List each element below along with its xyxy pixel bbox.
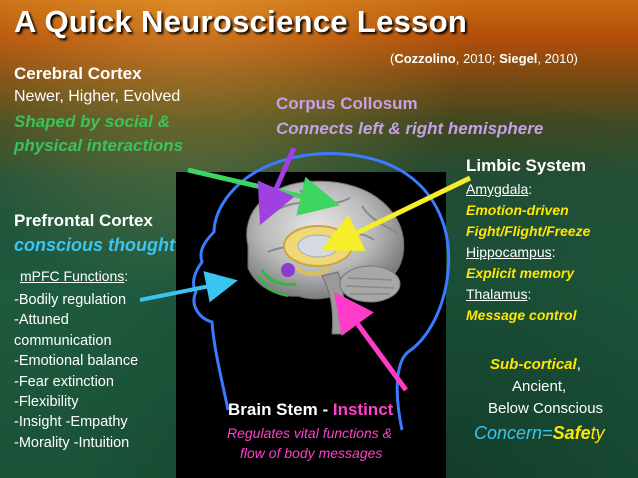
subcortical-line-1: Sub-cortical, bbox=[490, 356, 581, 373]
slide-title: A Quick Neuroscience Lesson bbox=[14, 4, 468, 39]
thalamus-desc: Message control bbox=[466, 307, 577, 323]
thalamus-label: Thalamus: bbox=[466, 286, 532, 302]
prefrontal-cortex-heading: Prefrontal Cortex bbox=[14, 211, 153, 230]
amygdala-desc-1: Emotion-driven bbox=[466, 202, 569, 218]
arrow-limbic-system bbox=[321, 175, 472, 251]
head-outline bbox=[192, 152, 451, 431]
list-item: -Fear extinction bbox=[14, 373, 114, 390]
brain-stem-desc-2: flow of body messages bbox=[240, 445, 383, 461]
mpfc-functions-label: mPFC Functions: bbox=[20, 268, 129, 284]
amygdala-desc-2: Fight/Flight/Freeze bbox=[466, 223, 591, 239]
arrow-brain-stem bbox=[334, 291, 409, 392]
citation: (Cozzolino, 2010; Siegel, 2010) bbox=[390, 51, 578, 66]
brain-stem-heading: Brain Stem - Instinct bbox=[228, 400, 394, 419]
cerebral-cortex-line-2: Shaped by social & bbox=[14, 112, 170, 131]
mpfc-functions-list: -Bodily regulation -Attuned communicatio… bbox=[14, 290, 138, 453]
hippocampus-desc: Explicit memory bbox=[466, 265, 575, 281]
prefrontal-cortex-desc: conscious thought bbox=[14, 235, 175, 255]
list-item: -Attuned bbox=[14, 312, 69, 329]
list-item: communication bbox=[14, 332, 112, 349]
citation-author-1: Cozzolino bbox=[394, 51, 456, 66]
cerebral-cortex-line-3: physical interactions bbox=[14, 136, 184, 155]
hippocampus-label: Hippocampus: bbox=[466, 244, 556, 260]
concern-safety: Concern=Safety bbox=[474, 423, 605, 443]
arrow-corpus-collosum bbox=[257, 146, 297, 226]
list-item: -Flexibility bbox=[14, 394, 79, 411]
corpus-collosum-desc: Connects left & right hemisphere bbox=[276, 119, 544, 138]
cerebral-cortex-line-1: Newer, Higher, Evolved bbox=[14, 88, 181, 105]
amygdala-label: Amygdala: bbox=[466, 181, 533, 197]
list-item: -Bodily regulation bbox=[14, 292, 127, 308]
corpus-collosum-heading: Corpus Collosum bbox=[276, 94, 418, 113]
citation-author-2: Siegel bbox=[499, 51, 538, 66]
list-item: -Emotional balance bbox=[14, 353, 139, 370]
cerebral-cortex-heading: Cerebral Cortex bbox=[14, 64, 142, 83]
list-item: -Insight -Empathy bbox=[14, 414, 128, 431]
brain-stem-desc-1: Regulates vital functions & bbox=[227, 425, 392, 441]
arrow-prefrontal-cortex bbox=[139, 271, 238, 303]
subcortical-line-3: Below Conscious bbox=[488, 400, 604, 417]
list-item: -Morality -Intuition bbox=[14, 434, 130, 451]
limbic-system-heading: Limbic System bbox=[466, 156, 586, 175]
subcortical-line-2: Ancient, bbox=[512, 378, 567, 395]
